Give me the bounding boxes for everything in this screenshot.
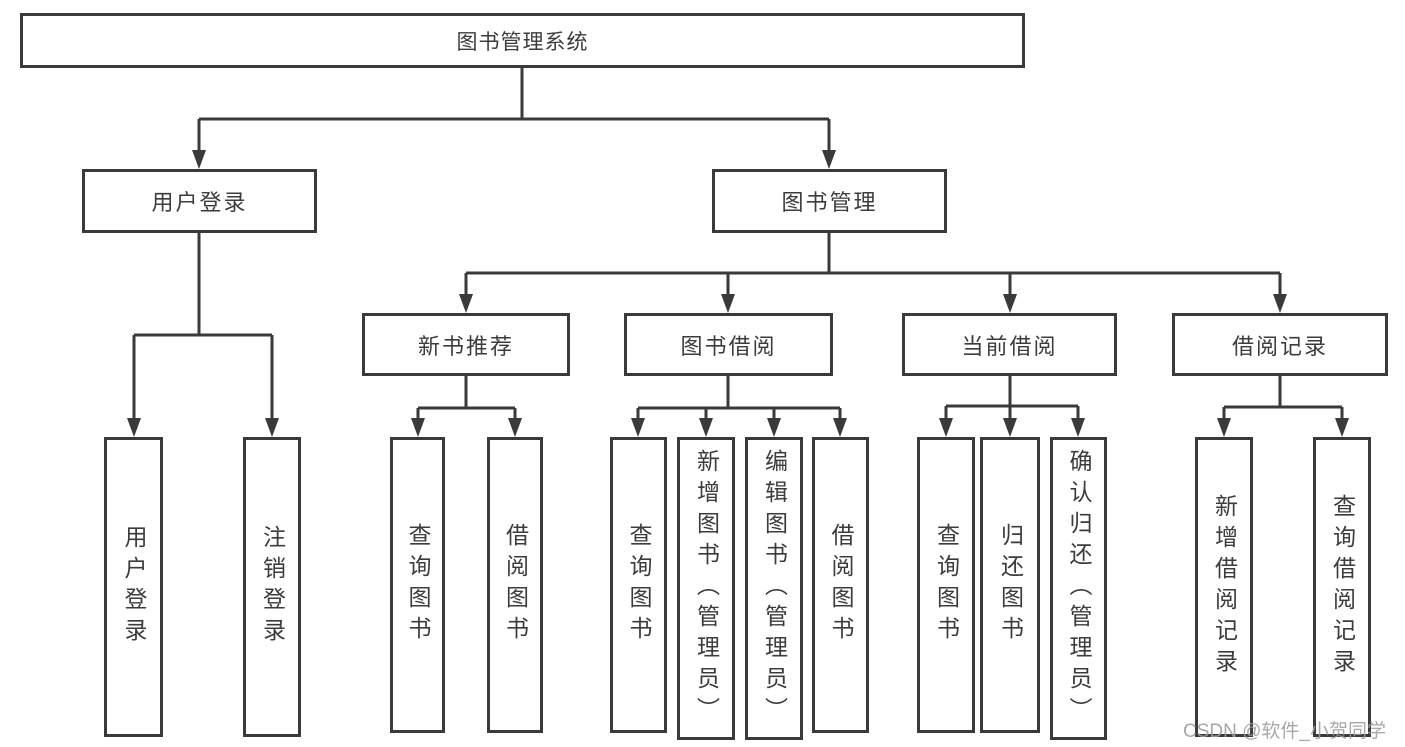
node-label: 用户登录 [151,190,248,215]
node-user-login: 用户登录 [82,169,317,233]
connector-borrow-records-to-leaves [1222,376,1344,420]
arrowhead-icon [1335,418,1349,437]
leaf-edit-books-admin: 编辑图书（管理员） [745,437,803,740]
node-label: 借阅图书 [502,523,529,647]
node-label: 借阅记录 [1231,333,1328,359]
node-label: 图书管理系统 [456,30,589,54]
node-label: 图书借阅 [680,333,777,359]
node-label: 编辑图书（管理员） [761,449,788,728]
leaf-query-borrow-record: 查询借阅记录 [1313,437,1371,737]
arrowhead-icon [127,418,141,437]
arrowhead-icon [699,418,713,437]
arrowhead-icon [508,418,522,437]
connector-book-mgmt-to-level3 [464,233,1282,296]
node-new-book-recommendation: 新书推荐 [362,313,570,376]
leaf-query-books-1: 查询图书 [390,437,445,733]
node-label: 图书管理 [781,190,878,215]
node-label: 借阅图书 [828,523,854,647]
arrowhead-icon [1003,418,1017,437]
leaf-logout: 注销登录 [243,437,301,737]
node-label: 归还图书 [997,523,1024,647]
node-label: 确认归还（管理员） [1066,449,1092,728]
leaf-add-books-admin: 新增图书（管理员） [677,437,735,740]
arrowhead-icon [631,418,645,437]
leaf-query-books-3: 查询图书 [917,437,975,733]
node-borrowing-records: 借阅记录 [1172,313,1388,376]
arrowhead-icon [411,418,425,437]
node-library-management-system: 图书管理系统 [20,13,1025,68]
connector-user-login-to-leaves [132,232,274,420]
node-label: 当前借阅 [961,333,1058,359]
node-label: 查询图书 [626,523,652,647]
connector-root-to-level2 [197,68,831,152]
csdn-watermark: CSDN @软件_小贺同学 [1183,721,1386,742]
leaf-borrow-books-1: 借阅图书 [487,437,543,733]
connector-new-book-rec-to-leaves [416,376,517,420]
arrowhead-icon [1071,418,1085,437]
leaf-add-borrow-record: 新增借阅记录 [1195,437,1253,737]
arrowhead-icon [1217,418,1231,437]
arrowhead-icon [459,294,473,313]
arrowhead-icon [822,150,836,169]
node-book-management: 图书管理 [712,169,947,233]
node-label: 新增借阅记录 [1211,494,1238,680]
connector-current-borrow-to-leaves [944,376,1080,420]
arrowhead-icon [192,150,206,169]
node-current-borrowing: 当前借阅 [902,313,1117,376]
connector-book-borrow-to-leaves [636,376,842,420]
node-book-borrowing: 图书借阅 [624,313,833,376]
node-label: 用户登录 [121,525,147,649]
arrowhead-icon [1003,294,1017,313]
node-label: 新增图书（管理员） [693,449,720,728]
arrowhead-icon [721,294,735,313]
leaf-query-books-2: 查询图书 [610,437,667,733]
arrowhead-icon [833,418,847,437]
node-label: 新书推荐 [417,333,514,359]
arrowhead-icon [939,418,953,437]
leaf-return-books: 归还图书 [980,437,1040,733]
arrowhead-icon [767,418,781,437]
arrowhead-icon [1273,294,1287,313]
leaf-borrow-books-2: 借阅图书 [812,437,869,733]
node-label: 查询图书 [933,523,960,647]
leaf-user-login: 用户登录 [104,437,163,737]
node-label: 查询借阅记录 [1329,494,1356,680]
arrowhead-icon [265,418,279,437]
node-label: 查询图书 [405,523,431,647]
node-label: 注销登录 [259,525,286,649]
leaf-confirm-return-admin: 确认归还（管理员） [1050,437,1107,740]
